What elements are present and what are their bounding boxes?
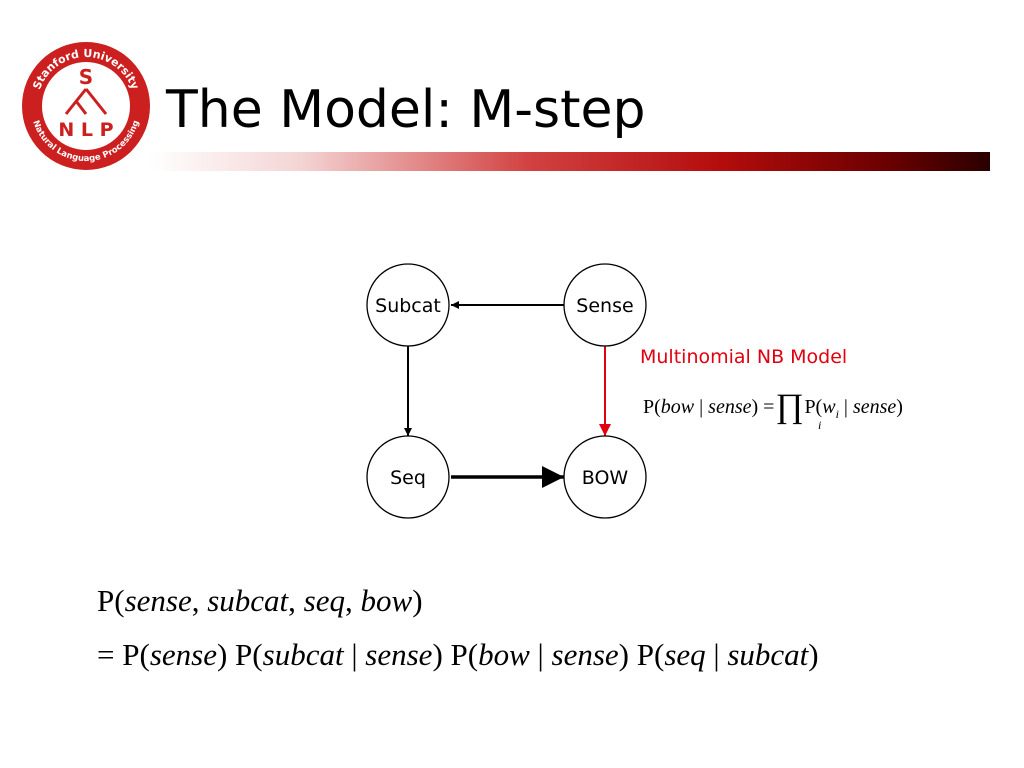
slide-title: The Model: M-step [166,80,646,140]
eq-var: subcat [207,583,289,618]
eq-var: sense [708,396,752,418]
eq-token: P( [97,583,125,618]
eq-token: P( [227,637,263,672]
eq-token: ) [216,637,228,672]
eq-token: P( [442,637,479,672]
eq-var: sense [551,637,619,672]
eq-var: bow [660,396,695,418]
eq-token: P( [628,637,665,672]
eq-token: P( [643,396,661,418]
node-seq: Seq [366,435,450,519]
eq-token: P( [122,637,150,672]
eq-subscript: i [835,407,839,421]
logo-inner-disc [42,62,130,150]
eq-var: sense [365,637,433,672]
eq-token: ) [432,637,443,672]
eq-token: | [838,396,853,418]
eq-token: = [97,637,123,672]
eq-token: P( [804,396,823,418]
node-sense: Sense [563,263,647,347]
node-sense-label: Sense [576,295,633,317]
eq-token: | [705,637,728,672]
eq-var: bow [360,583,413,618]
eq-var: seq [303,583,345,618]
title-underline-bar [150,152,990,171]
eq-token: , [345,583,361,618]
node-subcat: Subcat [366,263,450,347]
node-subcat-label: Subcat [375,295,441,317]
eq-token: ) [808,637,819,672]
product-symbol: ∏ [775,388,804,425]
eq-var: subcat [727,637,809,672]
eq-token: ) = [751,396,775,418]
eq-var: sense [852,396,897,418]
eq-var: subcat [262,637,344,672]
eq-var: sense [149,637,217,672]
eq-token: , [288,583,304,618]
multinomial-nb-label: Multinomial NB Model [640,346,848,368]
eq-token: | [529,637,552,672]
logo-tree-icon [64,88,108,115]
node-bow: BOW [563,435,647,519]
eq-token: ) [896,396,903,418]
logo-letter-s: S [79,65,93,89]
node-bow-label: BOW [582,467,629,489]
eq-token: ) [618,637,629,672]
eq-var: sense [124,583,192,618]
eq-token: | [694,396,709,418]
eq-token: ) [412,583,423,618]
product-index: i [818,418,822,432]
node-seq-label: Seq [390,467,426,489]
eq-var: seq [664,637,706,672]
eq-token: | [343,637,366,672]
logo-letters-nlp: N L P [58,119,113,141]
multinomial-nb-equation: P(bow | sense) =∏P(wi | sense) [643,384,903,425]
eq-token: , [191,583,208,618]
eq-var: bow [478,637,530,672]
eq-var: w [822,396,836,418]
joint-probability-line-1: P(sense, subcat, seq, bow) [97,583,423,619]
stanford-nlp-logo: Stanford University Natural Language Pro… [22,42,150,170]
joint-probability-line-2: = P(sense) P(subcat | sense) P(bow | sen… [97,637,819,673]
